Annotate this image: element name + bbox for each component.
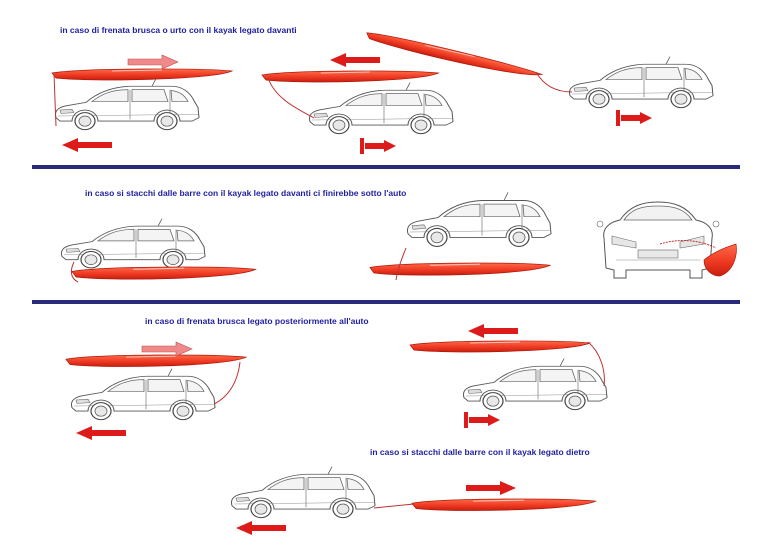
- arrow-left-icon: [76, 426, 126, 440]
- stop-impact-icon: [360, 138, 396, 154]
- arrow-left-icon: [468, 324, 518, 338]
- kayak-icon: [65, 354, 247, 368]
- arrow-right-icon: [127, 54, 179, 70]
- rope-icon: [70, 261, 79, 283]
- section-divider-2: [32, 300, 740, 304]
- car-icon: [406, 191, 552, 248]
- arrow-right-icon: [141, 341, 193, 357]
- car-icon: [568, 55, 714, 109]
- arrow-left-icon: [330, 53, 380, 67]
- rope-icon: [267, 77, 315, 119]
- kayak-icon: [409, 340, 591, 353]
- kayak-icon: [411, 498, 597, 512]
- stop-impact-icon: [616, 110, 652, 126]
- kayak-icon: [71, 266, 257, 280]
- car-icon: [230, 466, 376, 519]
- caption-rear-tied-braking: in caso di frenata brusca legato posteri…: [145, 316, 369, 326]
- kayak-icon: [703, 243, 737, 277]
- car-front-icon: [596, 201, 720, 279]
- kayak-icon: [51, 68, 233, 81]
- section-divider-1: [32, 165, 740, 169]
- rope-icon: [535, 71, 573, 93]
- rope-icon: [373, 503, 415, 509]
- car-icon: [60, 218, 206, 269]
- car-icon: [54, 77, 200, 131]
- caption-rear-tied-detach: in caso si stacchi dalle barre con il ka…: [370, 447, 590, 457]
- rope-icon: [53, 73, 57, 127]
- stop-impact-icon: [464, 412, 500, 428]
- rope-icon: [587, 341, 605, 387]
- arrow-left-icon: [62, 138, 112, 152]
- kayak-icon: [261, 70, 439, 83]
- caption-front-tied-braking: in caso di frenata brusca o urto con il …: [60, 25, 297, 35]
- arrow-right-icon: [466, 481, 516, 495]
- caption-front-tied-detach: in caso si stacchi dalle barre con il ka…: [85, 188, 407, 198]
- car-icon: [70, 368, 216, 421]
- rope-icon: [213, 361, 241, 405]
- arrow-left-icon: [236, 521, 286, 535]
- rope-icon: [395, 247, 407, 281]
- rope-icon: [659, 240, 717, 249]
- car-icon: [308, 81, 454, 135]
- car-icon: [462, 358, 608, 411]
